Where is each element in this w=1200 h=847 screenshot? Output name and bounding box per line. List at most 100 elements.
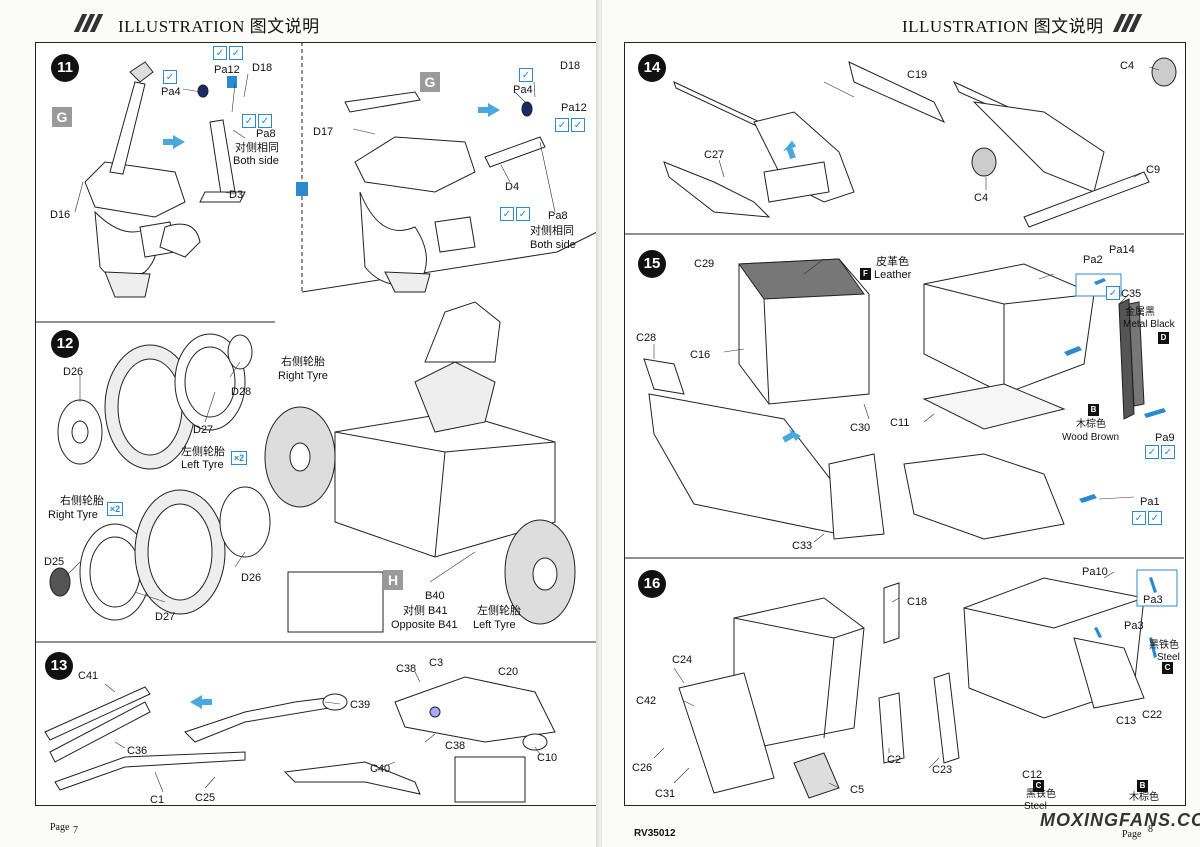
cut-icon: ✓ — [229, 46, 243, 60]
part-label: C9 — [1146, 164, 1161, 176]
color-code-tag: D — [1158, 332, 1169, 344]
subassembly-tag: G — [52, 107, 72, 127]
part-label: D25 — [44, 556, 65, 568]
note-en: Both side — [233, 155, 279, 167]
part-label: C39 — [350, 699, 371, 711]
color-code-tag: C — [1162, 662, 1173, 674]
part-label: D18 — [560, 60, 581, 72]
part-label: C24 — [672, 654, 693, 666]
part-label: Pa4 — [161, 86, 181, 98]
glue-icon: ✓ — [500, 207, 514, 221]
part-label: Pa12 — [214, 64, 240, 76]
color-code-tag: F — [860, 268, 871, 280]
step-15-panel: 15 — [624, 234, 1184, 559]
quantity-badge: ×2 — [231, 451, 247, 465]
step-13-drawing — [44, 671, 556, 803]
step-16-drawing — [653, 569, 1178, 799]
glue-icon: ✓ — [213, 46, 227, 60]
page-number: 7 — [73, 825, 78, 836]
note-en: Right Tyre — [48, 509, 98, 521]
part-label: Pa4 — [513, 84, 533, 96]
right-page: ILLUSTRATION 图文说明 14 — [602, 0, 1200, 847]
cut-icon: ✓ — [1148, 511, 1162, 525]
part-label: C22 — [1142, 709, 1163, 721]
note-en: Right Tyre — [278, 370, 328, 382]
cut-icon: ✓ — [571, 118, 585, 132]
part-label: Pa8 — [256, 128, 276, 140]
glue-icon: ✓ — [1132, 511, 1146, 525]
page-label: Page — [50, 822, 70, 833]
part-label: C3 — [429, 657, 444, 669]
note-cn: 对侧 B41 — [403, 605, 448, 617]
note-en: Left Tyre — [181, 459, 224, 471]
part-label: D16 — [50, 209, 71, 221]
note-en: Both side — [530, 239, 576, 251]
part-label: D26 — [241, 572, 262, 584]
color-name-en: Leather — [874, 269, 912, 281]
color-name-cn: 皮革色 — [876, 256, 909, 268]
step-12-drawing — [35, 301, 597, 643]
watermark: MOXINGFANS.COM — [1040, 810, 1200, 830]
glue-icon: ✓ — [1106, 286, 1120, 300]
color-name-en: Steel — [1024, 801, 1047, 812]
color-name-cn: 金属黑 — [1125, 307, 1155, 318]
step-number: 11 — [51, 54, 79, 82]
part-label: C36 — [127, 745, 148, 757]
step-number: 15 — [638, 250, 666, 278]
color-name-en: Metal Black — [1123, 319, 1175, 330]
quantity-badge: ×2 — [107, 502, 123, 516]
color-code-tag: B — [1088, 404, 1099, 416]
part-label: C2 — [887, 754, 902, 766]
step-number: 14 — [638, 54, 666, 82]
step-13-panel: 13 — [35, 642, 597, 806]
part-label: C12 — [1022, 769, 1043, 781]
part-label: C4 — [1120, 60, 1135, 72]
step-11-drawing — [74, 42, 598, 298]
part-label: C11 — [890, 417, 910, 429]
color-code-tag: C — [1033, 780, 1044, 792]
page-number: 8 — [1148, 824, 1153, 835]
part-label: C13 — [1116, 715, 1137, 727]
color-code-tag: B — [1137, 780, 1148, 792]
part-label: C1 — [150, 794, 165, 806]
part-label: C38 — [396, 663, 417, 675]
part-label: Pa2 — [1083, 254, 1103, 266]
part-label: Pa3 — [1143, 594, 1163, 606]
part-label: Pa3 — [1124, 620, 1144, 632]
part-label: C41 — [78, 670, 99, 682]
part-label: C40 — [370, 763, 391, 775]
header-stripes — [73, 14, 104, 32]
part-label: C20 — [498, 666, 519, 678]
part-label: Pa14 — [1109, 244, 1135, 256]
kit-code: RV35012 — [634, 828, 676, 839]
part-label: C27 — [704, 149, 725, 161]
part-label: C10 — [537, 752, 558, 764]
part-label: D28 — [231, 386, 252, 398]
step-11-panel: 11 G G — [35, 42, 598, 322]
left-page: ILLUSTRATION 图文说明 11 G G — [0, 0, 599, 847]
color-name-cn: 黑铁色 — [1149, 640, 1179, 651]
part-label: Pa9 — [1155, 432, 1175, 444]
cut-icon: ✓ — [516, 207, 530, 221]
note-en: Opposite B41 — [391, 619, 458, 631]
part-label: C31 — [655, 788, 676, 800]
color-name-en: Wood Brown — [1062, 432, 1120, 443]
part-label: C42 — [636, 695, 657, 707]
part-label: D27 — [193, 424, 214, 436]
step-number: 16 — [638, 570, 666, 598]
note-en: Left Tyre — [473, 619, 516, 631]
step-15-drawing — [624, 258, 1184, 559]
part-label: C33 — [792, 540, 813, 552]
page-header-title: ILLUSTRATION 图文说明 — [118, 17, 320, 36]
step-number: 13 — [45, 652, 73, 680]
part-label: C4 — [974, 192, 989, 204]
part-label: C38 — [445, 740, 466, 752]
cut-icon: ✓ — [1161, 445, 1175, 459]
binding-gutter — [596, 0, 604, 847]
step-16-panel: 16 — [624, 558, 1184, 812]
color-name-en: Steel — [1157, 652, 1180, 663]
part-label: C5 — [850, 784, 865, 796]
part-label: D17 — [313, 126, 334, 138]
part-label: C30 — [850, 422, 871, 434]
